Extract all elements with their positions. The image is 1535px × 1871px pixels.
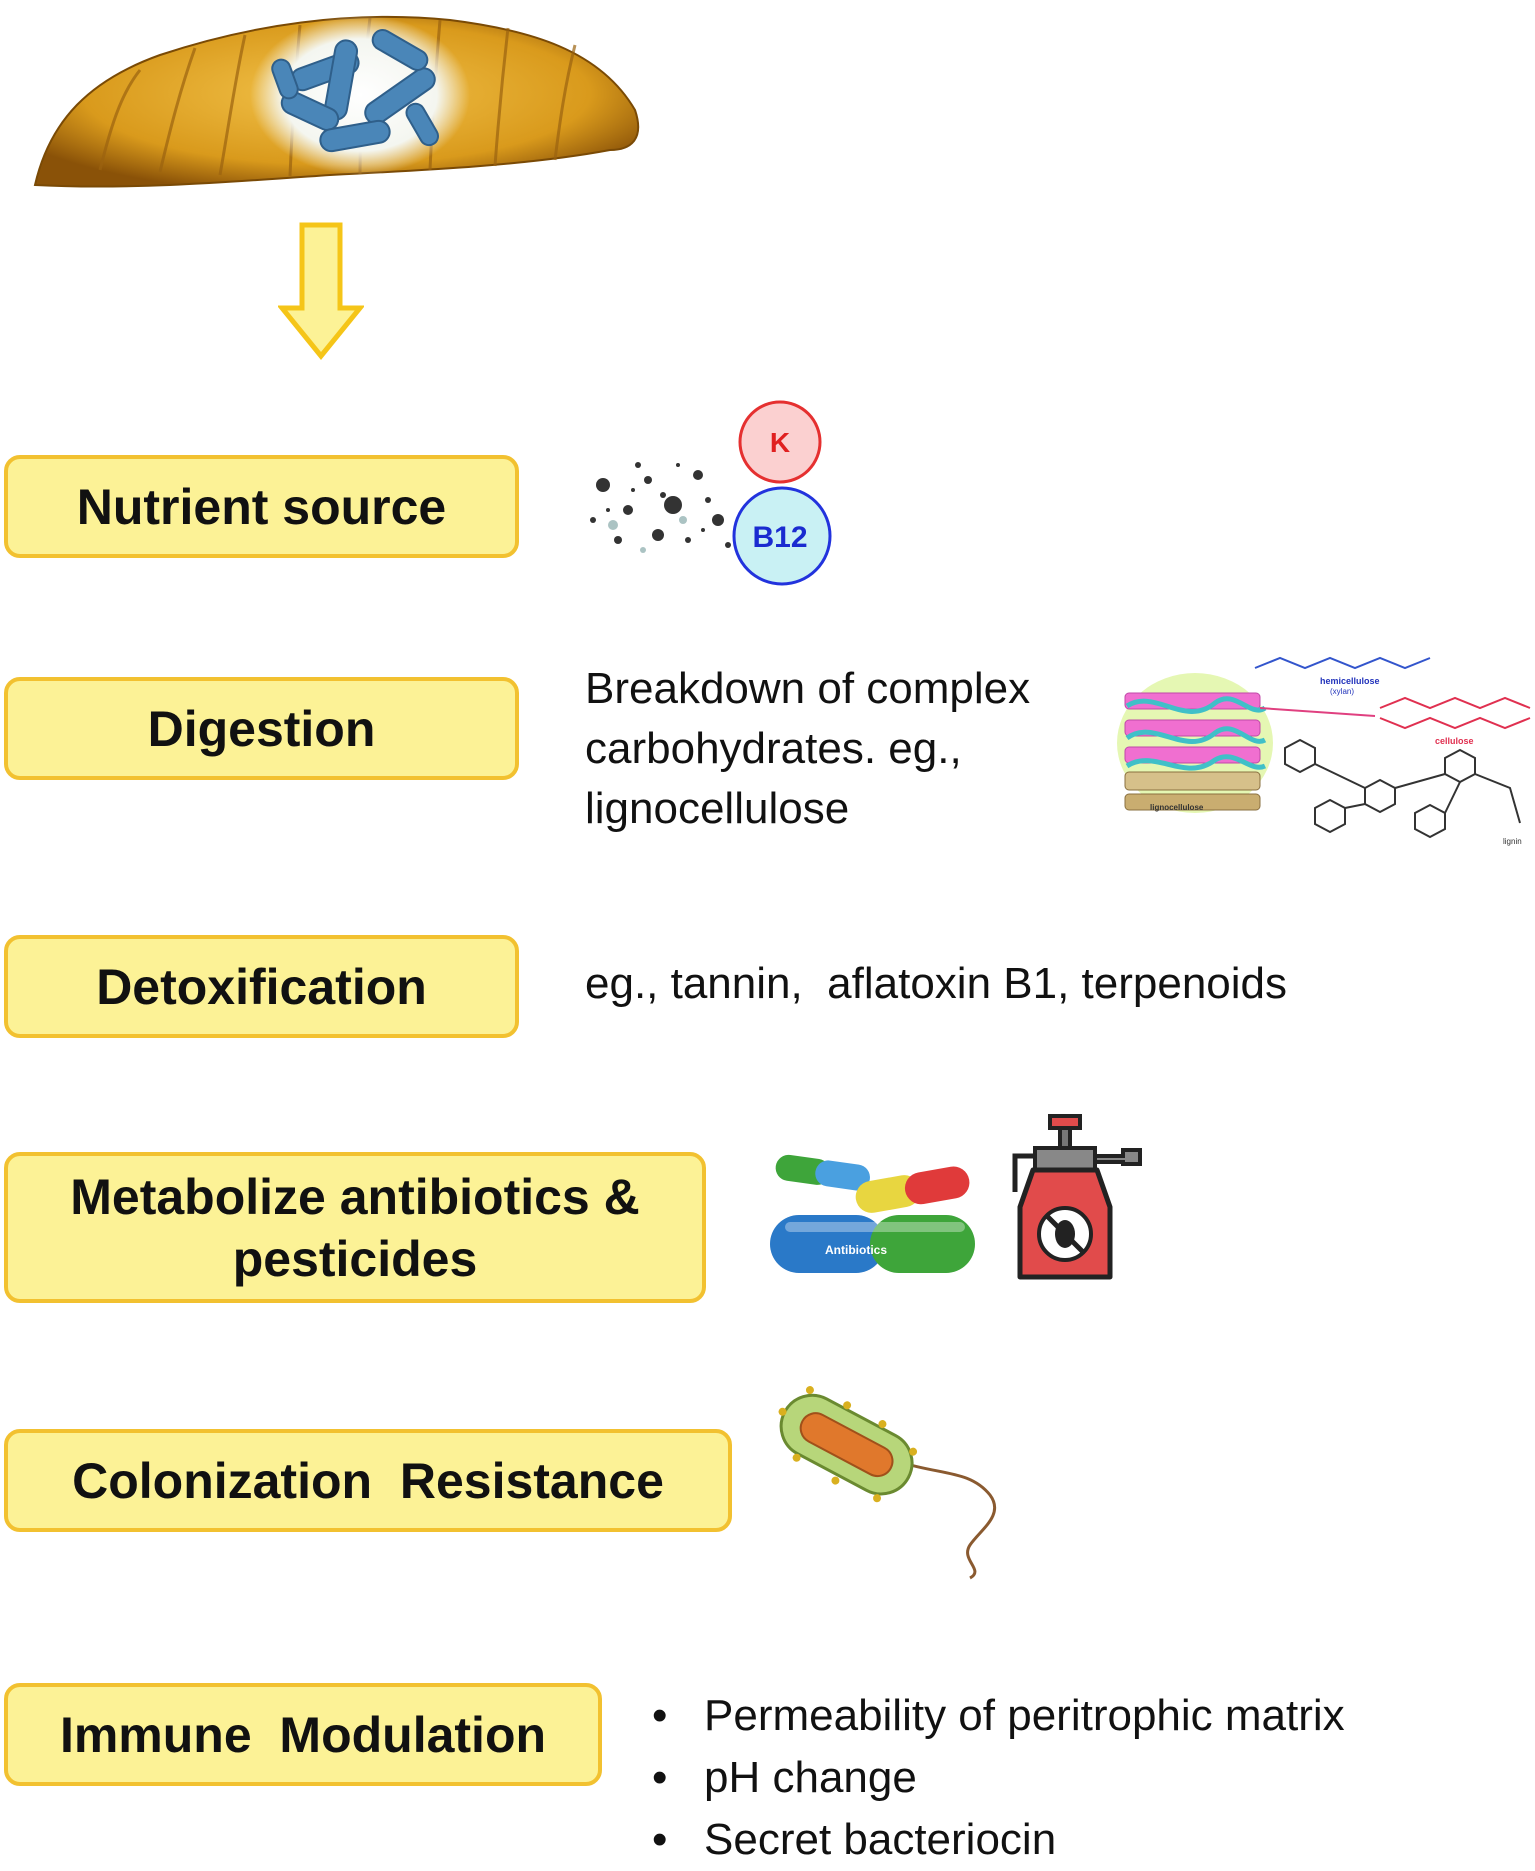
detoxification-label: Detoxification	[96, 958, 427, 1015]
gut-bacteria-icon	[271, 29, 439, 153]
lignin-label: lignin	[1503, 837, 1522, 846]
lignocellulose-structure: hemicellulose (xylan) cellulose lignocel…	[1117, 656, 1531, 846]
bullet-icon: •	[652, 1691, 668, 1740]
digestion-desc-line1: Breakdown of complex	[585, 664, 1031, 713]
vitamin-b12-label: B12	[752, 521, 807, 554]
list-item: • Secret bacteriocin	[652, 1809, 1345, 1871]
hemicellulose-label: hemicellulose	[1320, 676, 1380, 686]
capsule-pills-icon: Antibiotics	[770, 1154, 975, 1273]
vitamin-k-label: K	[770, 427, 790, 458]
larva-illustration	[33, 15, 640, 188]
immune-point-3: Secret bacteriocin	[704, 1815, 1057, 1864]
bullet-icon: •	[652, 1753, 668, 1802]
down-arrow-icon	[278, 222, 364, 360]
digestion-desc-line3: lignocellulose	[585, 784, 850, 833]
mineral-particles-image	[590, 462, 731, 553]
digestion-box: Digestion	[4, 677, 519, 780]
immune-point-1: Permeability of peritrophic matrix	[704, 1691, 1345, 1740]
colonization-label: Colonization Resistance	[72, 1452, 664, 1509]
digestion-label: Digestion	[147, 700, 376, 757]
bullet-icon: •	[652, 1815, 668, 1864]
metabolize-label-line2: pesticides	[232, 1230, 478, 1287]
lignocellulose-diagram-label: lignocellulose	[1150, 803, 1204, 812]
detox-description: eg., tannin, aflatoxin B1, terpenoids	[585, 959, 1288, 1008]
colonization-box: Colonization Resistance	[4, 1429, 732, 1532]
nutrient-source-label: Nutrient source	[76, 478, 447, 535]
immune-modulation-label: Immune Modulation	[59, 1706, 547, 1763]
detoxification-box: Detoxification	[4, 935, 519, 1038]
list-item: • pH change	[652, 1747, 1345, 1809]
digestion-description: Breakdown of complex carbohydrates. eg.,…	[585, 659, 1030, 839]
metabolize-label-line1: Metabolize antibiotics &	[70, 1168, 640, 1225]
xylan-label: (xylan)	[1330, 687, 1354, 696]
vitamin-k-icon: K	[738, 400, 822, 484]
antibiotics-capsule-label: Antibiotics	[825, 1243, 887, 1257]
bacterium-icon	[778, 1386, 997, 1580]
cellulose-label: cellulose	[1435, 736, 1474, 746]
vitamin-b12-icon: B12	[732, 486, 832, 586]
pesticide-sprayer-icon	[1012, 1114, 1142, 1280]
list-item: • Permeability of peritrophic matrix	[652, 1685, 1345, 1747]
nutrient-source-box: Nutrient source	[4, 455, 519, 558]
digestion-desc-line2: carbohydrates. eg.,	[585, 724, 962, 773]
immune-points-list: • Permeability of peritrophic matrix • pH …	[652, 1685, 1345, 1871]
immune-modulation-box: Immune Modulation	[4, 1683, 602, 1786]
immune-point-2: pH change	[704, 1753, 917, 1802]
metabolize-box: Metabolize antibiotics & pesticides	[4, 1152, 706, 1303]
